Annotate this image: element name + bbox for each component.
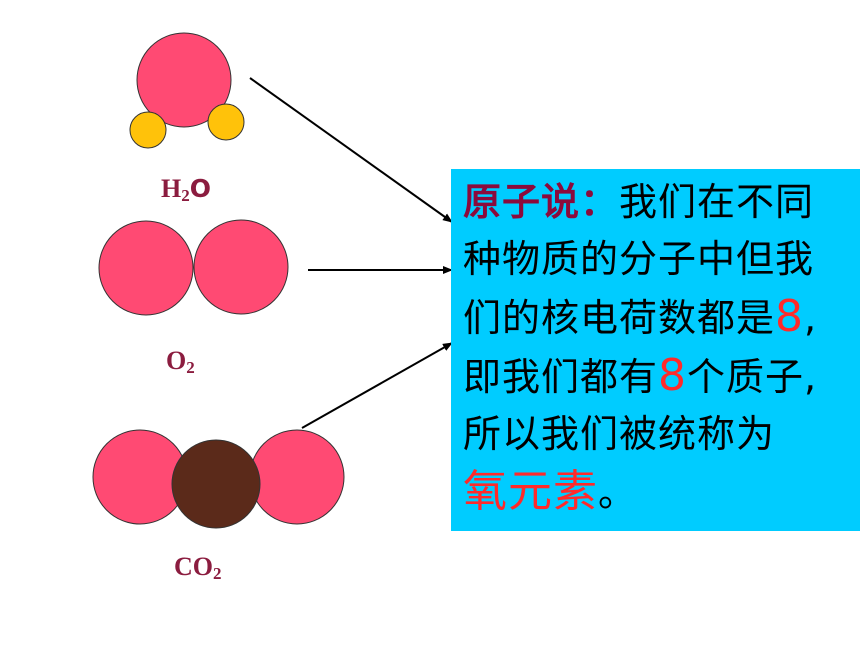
- box-line3-post: ,: [804, 296, 818, 340]
- atom-theory-box: 原子说：我们在不同 种物质的分子中但我 们的核电荷数都是8, 即我们都有8个质子…: [451, 169, 860, 531]
- box-line-5: 所以我们被统称为: [463, 412, 776, 456]
- box-line-6: 氧元素。: [463, 463, 856, 522]
- h2o-formula-tail: O: [189, 174, 211, 203]
- box-line3-pre: 们的核电荷数都是: [463, 296, 776, 340]
- h2o-hydrogen-atom-left: [129, 111, 167, 149]
- box-element-name: 氧元素: [463, 466, 598, 517]
- box-line-2: 种物质的分子中但我: [463, 237, 815, 281]
- box-line4-post: 个质子,: [687, 355, 818, 399]
- box-line6-post: 。: [598, 471, 638, 515]
- h2o-formula-sub: 2: [181, 186, 190, 205]
- box-num-2: 8: [658, 350, 688, 401]
- box-line-3: 们的核电荷数都是8,: [463, 288, 856, 347]
- co2-formula-sub: 2: [213, 564, 222, 583]
- co2-formula-main: CO: [174, 552, 213, 581]
- box-line4-pre: 即我们都有: [463, 355, 659, 399]
- co2-formula: CO2: [174, 552, 222, 584]
- co2-oxygen-atom-right: [249, 429, 345, 525]
- h2o-hydrogen-atom-right: [207, 103, 245, 141]
- box-line-4: 即我们都有8个质子,: [463, 347, 856, 406]
- box-line-1: 原子说：我们在不同: [463, 174, 856, 231]
- box-lead: 原子说：: [463, 180, 620, 224]
- o2-formula-main: O: [166, 346, 187, 375]
- box-line1-rest: 我们在不同: [619, 180, 815, 224]
- o2-formula: O2: [166, 346, 195, 378]
- co2-molecule: [92, 429, 345, 529]
- o2-molecule: [98, 219, 289, 316]
- arrow-co2: [301, 342, 453, 429]
- h2o-molecule: [129, 32, 245, 149]
- o2-oxygen-atom-left: [98, 220, 194, 316]
- o2-oxygen-atom-right: [193, 219, 289, 315]
- o2-formula-sub: 2: [186, 358, 195, 377]
- box-num-1: 8: [775, 291, 805, 342]
- h2o-formula-main: H: [161, 174, 182, 203]
- co2-carbon-atom: [171, 439, 261, 529]
- h2o-oxygen-atom: [136, 32, 232, 128]
- arrow-h2o: [249, 77, 453, 223]
- h2o-formula: H2O: [161, 174, 211, 206]
